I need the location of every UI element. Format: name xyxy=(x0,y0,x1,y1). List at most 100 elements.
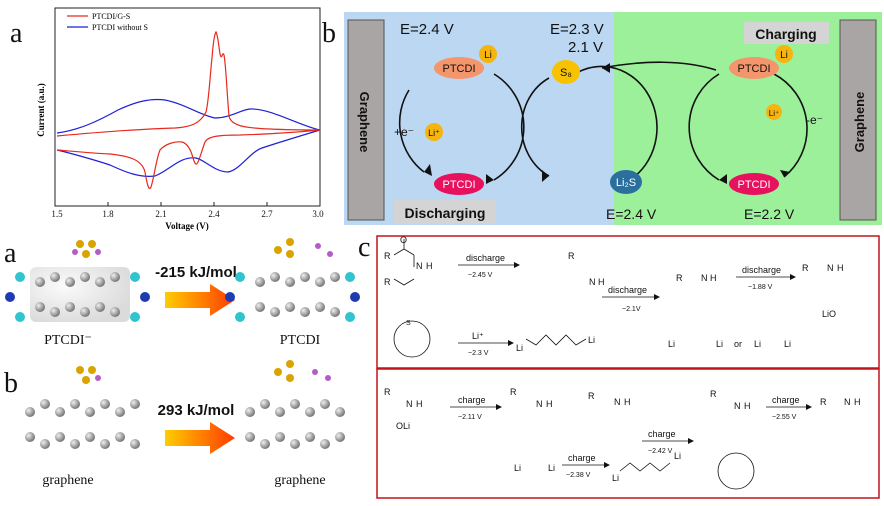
h-c4: H xyxy=(744,401,751,411)
cv-plot: 1.5 1.8 2.1 2.4 2.7 3.0 Voltage (V) Curr… xyxy=(0,0,335,235)
polysulfide-chain-2 xyxy=(619,462,671,472)
li2s-badge xyxy=(610,170,642,194)
molecule-graphene-2 xyxy=(245,360,345,449)
panel-letter-c: c xyxy=(358,232,371,263)
panel-letter-a-bottom: a xyxy=(4,238,17,269)
lio-label: LiO xyxy=(822,309,836,319)
li-c-1: Li xyxy=(514,463,521,473)
ptcdi-bottom-right xyxy=(729,173,779,195)
charge-label-3: charge xyxy=(648,429,676,439)
cycle-left-arc-inner xyxy=(398,89,425,173)
li-chain-2a: Li xyxy=(612,473,619,483)
imide-start xyxy=(393,239,415,286)
discharging-label: Discharging xyxy=(405,205,486,221)
plot-frame xyxy=(54,7,321,207)
molecule-graphene-1 xyxy=(25,366,140,449)
n-c3: N xyxy=(614,397,621,407)
li-plus-scheme: Li⁺ xyxy=(472,331,484,341)
s8-ring-charge xyxy=(717,452,755,490)
li-top-left-label: Li xyxy=(484,50,492,61)
n-c4: N xyxy=(734,401,741,411)
li-chain-1a: Li xyxy=(516,343,523,353)
r-c4: R xyxy=(710,389,717,399)
scheme-panel: R N H O R discharge ~2.45 V R N H discha… xyxy=(376,235,880,499)
panel-letter-b-bottom: b xyxy=(4,368,18,399)
x-tick-4: 2.4 xyxy=(208,209,220,219)
li-badge-top-right xyxy=(775,45,793,63)
energy-a: -215 kJ/mol xyxy=(155,264,237,281)
li-s-1: Li xyxy=(668,339,675,349)
h-c2: H xyxy=(546,399,553,409)
r-2: R xyxy=(384,277,391,287)
s8-label: S₈ xyxy=(560,67,572,79)
x-ticks xyxy=(54,202,321,206)
cycle-left-arc xyxy=(493,73,525,181)
li-plus-left-label: Li⁺ xyxy=(428,128,440,138)
cycle-middle-right xyxy=(568,65,658,178)
graphene-label-right: Graphene xyxy=(852,92,867,153)
ptcdi-top-right xyxy=(729,57,779,79)
label-e-2-3: E=2.3 V xyxy=(550,21,604,38)
scheme-svg: R N H O R discharge ~2.45 V R N H discha… xyxy=(376,235,880,499)
arrowhead-charge-4 xyxy=(806,404,812,410)
li-s-3: Li xyxy=(754,339,761,349)
n-3: N xyxy=(589,277,596,287)
label-e-2-4-bottom: E=2.4 V xyxy=(606,206,657,222)
ptcdi-bottom-left-label: PTCDI xyxy=(443,179,476,191)
li-plus-left xyxy=(425,123,443,141)
charge-label-2: charge xyxy=(568,453,596,463)
label-graphene-2: graphene xyxy=(274,473,325,488)
cycle-right-arc xyxy=(688,73,720,181)
label-ptcdi: PTCDI xyxy=(280,333,321,348)
ptcdi-bottom-left xyxy=(434,173,484,195)
x-tick-3: 2.1 xyxy=(155,209,166,219)
v-charge-1: ~2.11 V xyxy=(458,414,482,421)
n-1: N xyxy=(416,261,423,271)
cycle-middle-left xyxy=(520,77,550,177)
li-chain-2b: Li xyxy=(674,451,681,461)
n-c5: N xyxy=(844,397,851,407)
o-1: O xyxy=(400,235,407,245)
arrow-b xyxy=(165,422,235,454)
ptcdi-top-left-label: PTCDI xyxy=(443,63,476,75)
arrowhead-discharge-3 xyxy=(790,274,796,280)
discharge-label-3: discharge xyxy=(742,265,781,275)
r-1: R xyxy=(384,251,391,261)
li-s-2: Li xyxy=(716,339,723,349)
n-c1: N xyxy=(406,399,413,409)
n-c2: N xyxy=(536,399,543,409)
arrowhead-discharge-2 xyxy=(654,294,660,300)
li-badge-top-left xyxy=(479,45,497,63)
s8-badge xyxy=(552,60,580,84)
charge-label-1: charge xyxy=(458,395,486,405)
discharging-box xyxy=(394,200,496,224)
panel-letter-b-top: b xyxy=(322,18,336,49)
label-e-2-4-left: E=2.4 V xyxy=(400,21,454,38)
cycle-arrows xyxy=(398,61,808,181)
v-li-plus: ~2.3 V xyxy=(468,350,489,357)
x-tick-labels: 1.5 1.8 2.1 2.4 2.7 3.0 xyxy=(51,209,324,219)
label-2-1: 2.1 V xyxy=(568,39,603,56)
y-axis-label: Current (a.u.) xyxy=(36,83,46,137)
label-graphene-1: graphene xyxy=(42,473,93,488)
v-discharge-2: ~2.1V xyxy=(622,306,641,313)
v-charge-3: ~2.42 V xyxy=(648,448,673,455)
minus-e-label: -e⁻ xyxy=(806,113,823,127)
h-5: H xyxy=(837,263,844,273)
energy-b: 293 kJ/mol xyxy=(158,402,235,419)
v-charge-2: ~2.38 V xyxy=(566,472,591,479)
arrowhead-discharge-1 xyxy=(514,262,520,268)
scheme-box-charge xyxy=(376,368,880,499)
legend-label-ptcdi-nos: PTCDI without S xyxy=(92,23,148,32)
dft-svg: PTCDI⁻ -215 kJ/mol PTCDI graphene 293 k xyxy=(5,238,360,488)
graphene-label-left: Graphene xyxy=(357,92,372,153)
charging-box xyxy=(744,22,829,44)
charging-label: Charging xyxy=(755,26,816,42)
r-3: R xyxy=(568,251,575,261)
plus-e-label: +e⁻ xyxy=(394,125,414,139)
legend-label-ptcdi-gs: PTCDI/G-S xyxy=(92,12,130,21)
x-tick-2: 1.8 xyxy=(102,209,114,219)
x-tick-5: 2.7 xyxy=(261,209,273,219)
li-plus-right-label: Li⁺ xyxy=(769,109,779,118)
h-c1: H xyxy=(416,399,423,409)
